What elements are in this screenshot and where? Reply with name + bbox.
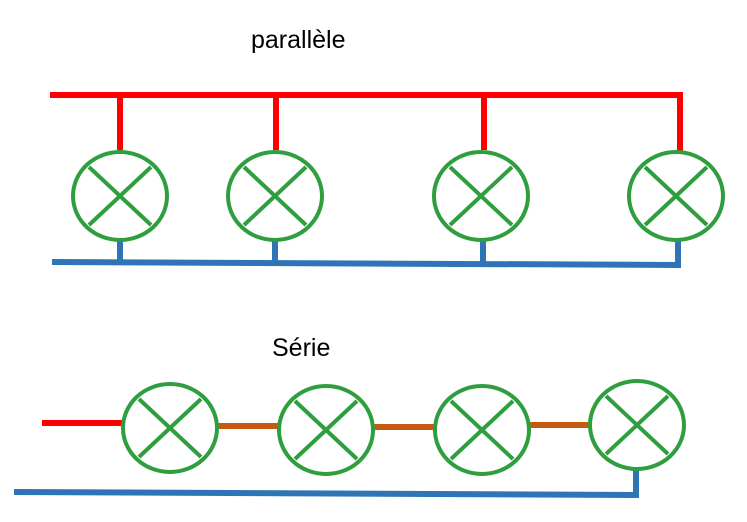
lamp-symbol-icon (588, 379, 686, 471)
parallel-phase-bus (50, 92, 683, 152)
series-neutral-return (13, 468, 639, 499)
lamp-symbol-icon (226, 150, 324, 242)
series-circuit-title: Série (272, 334, 331, 362)
lamp-symbol-icon (432, 150, 530, 242)
lamp-symbol-icon (71, 150, 169, 242)
series-circuit (13, 379, 686, 499)
parallel-circuit (50, 92, 725, 269)
parallel-circuit-title: parallèle (251, 26, 346, 54)
lamp-symbol-icon (121, 382, 219, 474)
lamp-symbol-icon (627, 150, 725, 242)
lamp-symbol-icon (433, 384, 531, 476)
parallel-neutral-bus (51, 240, 681, 269)
lamp-symbol-icon (277, 384, 375, 476)
